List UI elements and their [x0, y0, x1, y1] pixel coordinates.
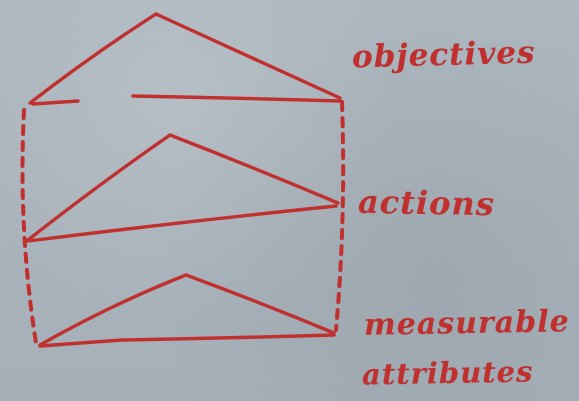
- actions-right-edge: [168, 133, 340, 205]
- dashed-connectors: [20, 100, 346, 345]
- objectives-base-left: [31, 99, 80, 106]
- attributes-triangle: [38, 273, 336, 348]
- label-measurable: measurable: [363, 304, 570, 343]
- label-objectives: objectives: [351, 34, 536, 76]
- objectives-triangle: [28, 12, 342, 106]
- attributes-right-edge: [184, 273, 336, 335]
- objectives-base-right: [131, 94, 342, 103]
- right-dashed-connector: [334, 100, 346, 332]
- objectives-right-edge: [154, 12, 342, 100]
- attributes-left-edge: [38, 273, 188, 347]
- actions-base: [26, 204, 338, 243]
- actions-triangle: [26, 133, 340, 243]
- label-attributes: attributes: [361, 354, 534, 392]
- actions-left-edge: [26, 133, 172, 242]
- label-actions: actions: [357, 182, 496, 224]
- objectives-left-edge: [28, 12, 158, 105]
- attributes-base: [38, 333, 336, 348]
- left-dashed-connector: [20, 108, 38, 345]
